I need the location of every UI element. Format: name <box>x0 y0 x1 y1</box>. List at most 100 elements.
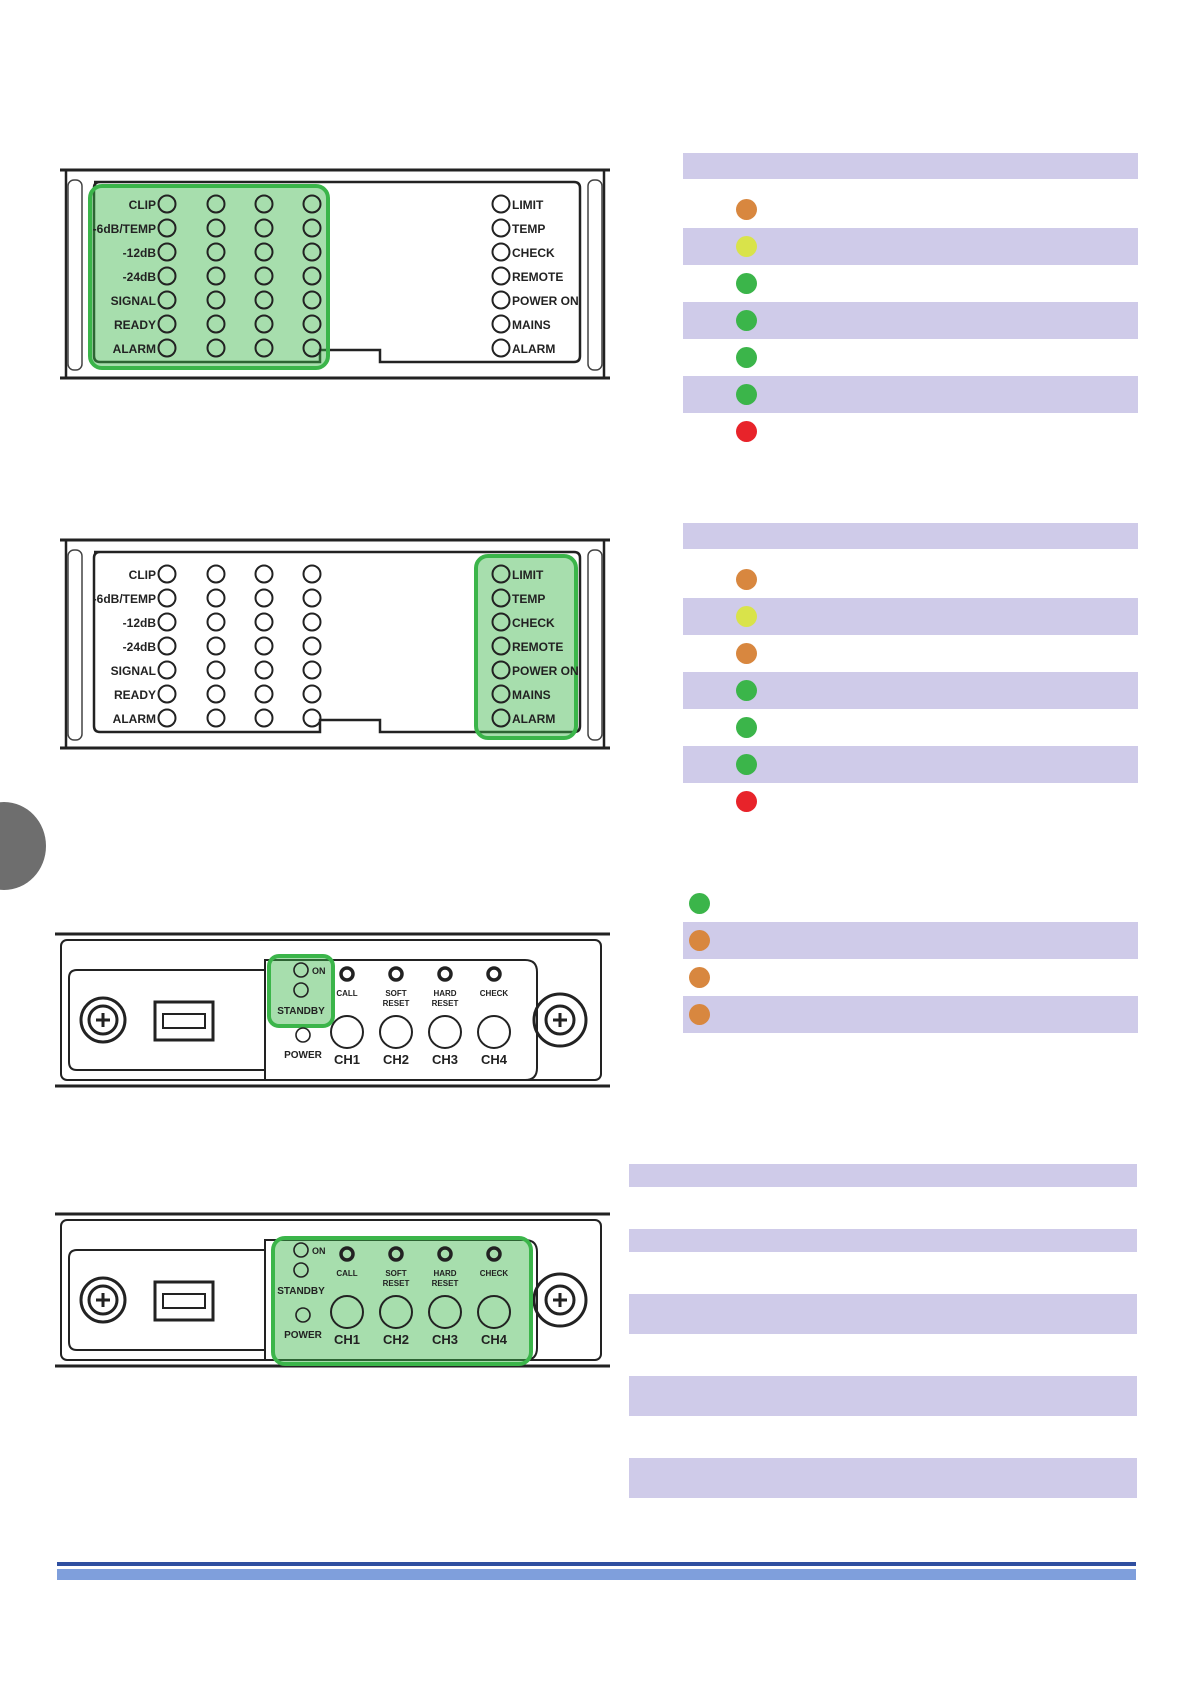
channel-button <box>477 1295 511 1329</box>
led-indicator <box>157 218 177 238</box>
led-indicator <box>206 612 226 632</box>
right-handle <box>587 549 603 741</box>
led-color-dot <box>736 199 757 220</box>
power-led <box>295 1307 311 1323</box>
status-label: REMOTE <box>512 640 563 654</box>
led-color-dot <box>689 967 710 988</box>
led-indicator <box>302 266 322 286</box>
led-color-dot <box>736 421 757 442</box>
led-indicator <box>206 564 226 584</box>
control-module <box>264 959 538 1081</box>
usb-bay <box>68 969 266 1071</box>
led-indicator <box>206 708 226 728</box>
status-led <box>491 708 511 728</box>
led-color-dot <box>736 273 757 294</box>
led-color-dot <box>736 569 757 590</box>
led-indicator <box>157 338 177 358</box>
channel-button <box>428 1015 462 1049</box>
led-label: CLIP <box>129 568 156 582</box>
screw-icon <box>544 1284 576 1316</box>
channel-button <box>379 1295 413 1329</box>
standby-label: STANDBY <box>277 1006 325 1017</box>
led-label: CLIP <box>129 198 156 212</box>
left-handle <box>67 549 83 741</box>
rear-panel-standby: ONSTANDBYPOWERCALLCH1SOFTRESETCH2HARDRES… <box>55 932 610 1088</box>
on-label: ON <box>312 966 326 976</box>
left-handle <box>67 179 83 371</box>
led-indicator <box>254 194 274 214</box>
led-indicator <box>302 314 322 334</box>
led-indicator <box>254 218 274 238</box>
led-indicator <box>157 290 177 310</box>
status-label: CHECK <box>512 246 555 260</box>
table-band <box>629 1458 1137 1498</box>
led-color-dot <box>736 347 757 368</box>
led-indicator <box>157 314 177 334</box>
table-row <box>683 783 1138 820</box>
status-led <box>491 290 511 310</box>
led-indicator <box>206 684 226 704</box>
led-indicator <box>254 266 274 286</box>
table-row <box>683 561 1138 598</box>
screw-icon <box>79 996 127 1044</box>
led-indicator <box>157 636 177 656</box>
front-bezel <box>92 180 582 364</box>
status-label: POWER ON <box>512 294 579 308</box>
button-led <box>339 966 355 982</box>
table-band <box>629 1294 1137 1334</box>
table-band <box>629 1164 1137 1187</box>
rear-panel-controls: ONSTANDBYPOWERCALLCH1SOFTRESETCH2HARDRES… <box>55 1212 610 1368</box>
led-indicator <box>302 684 322 704</box>
status-led <box>491 564 511 584</box>
on-label: ON <box>312 1246 326 1256</box>
button-label: RESET <box>383 999 410 1008</box>
table-header <box>683 153 1138 179</box>
footer-rule <box>57 1562 1136 1566</box>
channel-label: CH4 <box>481 1332 508 1347</box>
channel-label: CH2 <box>383 1332 409 1347</box>
standby-led <box>293 1262 309 1278</box>
led-label: -24dB <box>123 640 157 654</box>
screw-icon <box>532 1272 588 1328</box>
led-label: -6dB/TEMP <box>93 222 156 236</box>
button-led <box>388 1246 404 1262</box>
table-row <box>683 746 1138 783</box>
channel-label: CH3 <box>432 1332 458 1347</box>
usb-port-icon <box>162 1293 206 1309</box>
status-label: LIMIT <box>512 198 544 212</box>
table-row <box>683 339 1138 376</box>
led-indicator <box>206 588 226 608</box>
table-row <box>683 302 1138 339</box>
button-led <box>339 1246 355 1262</box>
highlight-box <box>474 554 578 740</box>
led-indicator <box>254 684 274 704</box>
led-color-dot <box>736 310 757 331</box>
led-indicator <box>302 338 322 358</box>
led-indicator <box>206 194 226 214</box>
power-label: POWER <box>284 1050 323 1061</box>
table-row <box>683 959 1138 996</box>
status-led <box>491 218 511 238</box>
led-label: -12dB <box>123 616 157 630</box>
status-label: TEMP <box>512 592 545 606</box>
button-label: SOFT <box>385 989 406 998</box>
usb-bay <box>68 1249 266 1351</box>
front-bezel <box>92 550 582 734</box>
status-label: POWER ON <box>512 664 579 678</box>
status-label: REMOTE <box>512 270 563 284</box>
led-color-dot <box>736 717 757 738</box>
screw-icon <box>87 1284 119 1316</box>
status-label: LIMIT <box>512 568 544 582</box>
led-label: -12dB <box>123 246 157 260</box>
table-row <box>683 598 1138 635</box>
led-label: READY <box>114 688 156 702</box>
led-indicator <box>206 314 226 334</box>
led-label: SIGNAL <box>111 294 156 308</box>
footer-band <box>57 1569 1136 1580</box>
table-row <box>683 413 1138 450</box>
channel-button <box>477 1015 511 1049</box>
table-row <box>683 672 1138 709</box>
table-row <box>683 922 1138 959</box>
table-band <box>629 1229 1137 1252</box>
channel-label: CH2 <box>383 1052 409 1067</box>
